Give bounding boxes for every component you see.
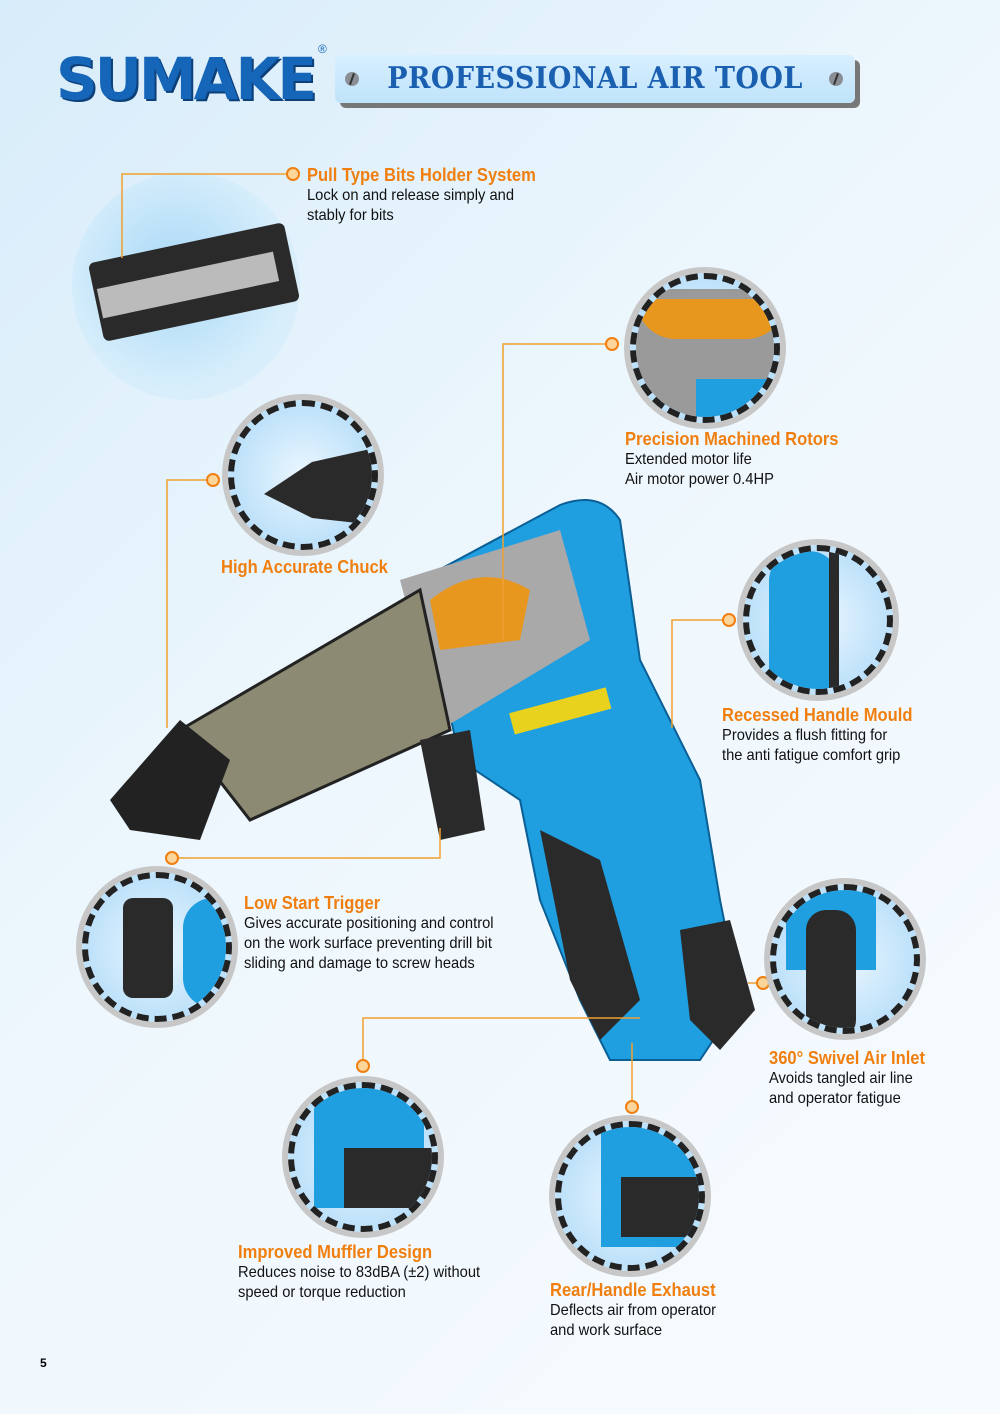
handle-inset [743,545,893,695]
muffler-inset [288,1082,438,1232]
registered-mark: ® [318,42,327,56]
banner: PROFESSIONAL AIR TOOL [335,55,855,103]
chuck-inset [228,400,378,550]
trigger-inset [82,872,232,1022]
feature-chuck: High Accurate Chuck [221,557,388,577]
brand-logo: SUMAKE [56,45,317,113]
page-number: 5 [40,1356,47,1370]
bits-holder-inset [72,172,301,400]
screw-icon [345,72,359,86]
exhaust-inset [555,1121,705,1271]
rotors-inset [630,273,780,423]
brand-block: SUMAKE ® [56,42,327,114]
banner-title: PROFESSIONAL AIR TOOL [387,61,803,96]
swivel-inset [770,884,920,1034]
screw-icon [829,72,843,86]
